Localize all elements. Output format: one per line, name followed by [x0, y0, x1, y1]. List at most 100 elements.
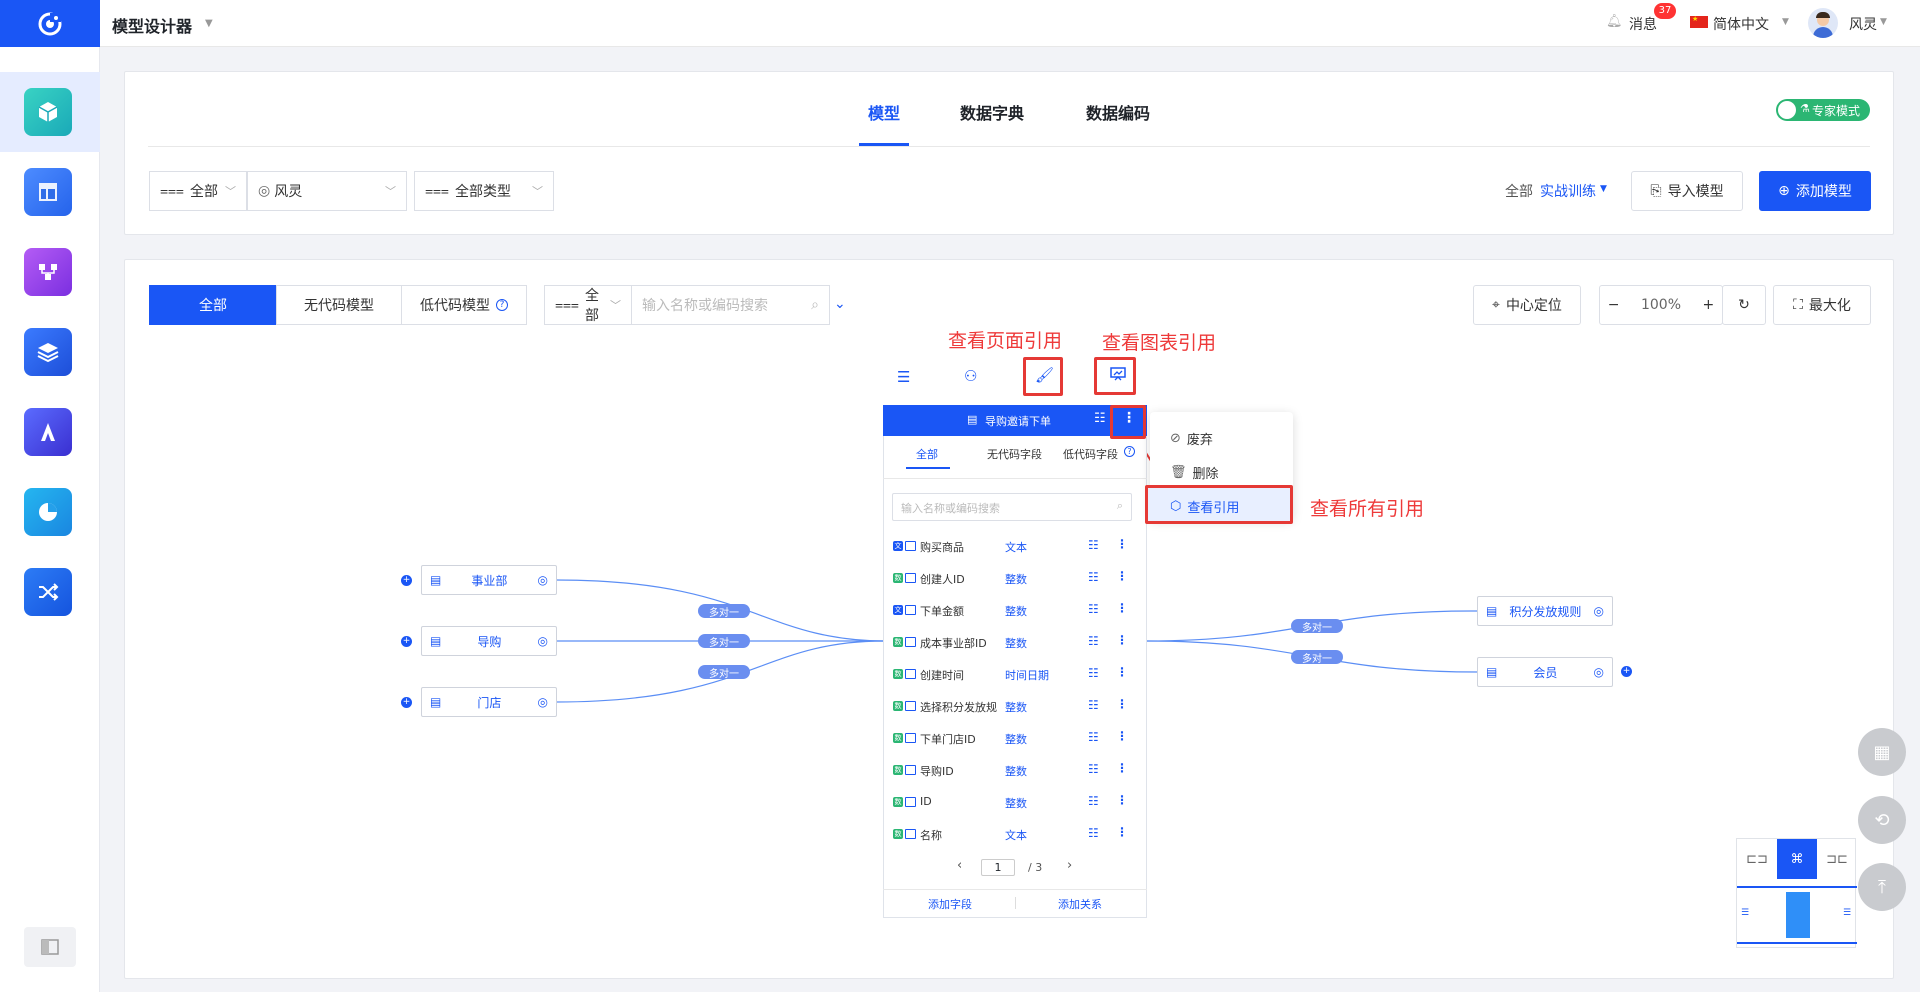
menu-item-delete[interactable]: 🗑︎ 删除	[1170, 463, 1290, 482]
chevron-down-icon[interactable]: ▼	[1880, 17, 1887, 27]
relation-label[interactable]: 多对一	[698, 634, 750, 649]
type-select[interactable]: ⩶ 全部类型 ﹀	[414, 171, 554, 211]
entity-node[interactable]: ▤ 会员 ◎	[1477, 657, 1613, 687]
zoom-out-button[interactable]: −	[1607, 297, 1620, 313]
entity-tab-all[interactable]: 全部	[916, 448, 938, 461]
add-relation-icon[interactable]: +	[401, 575, 412, 586]
sidebar-item-ai[interactable]	[24, 408, 72, 456]
more-menu-icon[interactable]: ⋮	[1116, 633, 1128, 647]
sidebar-item-model[interactable]	[24, 88, 72, 136]
add-relation-button[interactable]: 添加关系	[1058, 898, 1102, 911]
entity-node[interactable]: ▤ 导购 ◎	[421, 626, 557, 656]
sidebar-item-layout[interactable]	[24, 168, 72, 216]
locate-icon[interactable]: ◎	[537, 634, 548, 648]
sidebar-item-chart[interactable]	[24, 488, 72, 536]
locate-icon[interactable]: ◎	[1593, 604, 1604, 618]
add-relation-icon[interactable]: +	[1621, 666, 1632, 677]
locate-icon[interactable]: ◎	[537, 695, 548, 709]
chevron-down-icon[interactable]: ▼	[205, 18, 213, 29]
maximize-button[interactable]: ⛶ 最大化	[1773, 285, 1871, 325]
more-menu-icon[interactable]: ⋮	[1122, 410, 1136, 426]
filter-lowcode-models[interactable]: 低代码模型 ?	[401, 285, 527, 325]
page-input[interactable]: 1	[981, 859, 1015, 876]
menu-item-view-references[interactable]: ⬡ 查看引用	[1170, 497, 1290, 516]
field-row[interactable]: 数名称文本☷⋮	[893, 825, 1138, 845]
table-view-fab[interactable]: ▦	[1858, 728, 1906, 776]
caret-down-icon[interactable]: ▼	[1600, 184, 1607, 194]
sidebar-item-shuffle[interactable]	[24, 568, 72, 616]
entity-node[interactable]: ▤ 门店 ◎	[421, 687, 557, 717]
reset-view-button[interactable]: ↻	[1722, 285, 1766, 325]
settings-sliders-icon[interactable]: ☷	[1088, 826, 1099, 840]
filter-all-models[interactable]: 全部	[149, 285, 277, 325]
settings-sliders-icon[interactable]: ☷	[1088, 666, 1099, 680]
avatar[interactable]	[1808, 8, 1838, 38]
add-relation-icon[interactable]: +	[401, 697, 412, 708]
relation-label[interactable]: 多对一	[1291, 650, 1343, 665]
history-fab[interactable]: ⟲	[1858, 796, 1906, 844]
messages-label[interactable]: 消息	[1629, 17, 1657, 33]
add-model-button[interactable]: ⊕ 添加模型	[1759, 171, 1871, 211]
settings-sliders-icon[interactable]: ☷	[1088, 794, 1099, 808]
collapse-sidebar-button[interactable]	[24, 927, 76, 967]
field-search-input[interactable]: 输入名称或编码搜索 ⌕	[892, 493, 1132, 521]
language-selector[interactable]: 简体中文	[1713, 17, 1769, 33]
settings-sliders-icon[interactable]: ☷	[1088, 538, 1099, 552]
add-field-button[interactable]: 添加字段	[928, 898, 972, 911]
settings-sliders-icon[interactable]: ☷	[1088, 698, 1099, 712]
more-menu-icon[interactable]: ⋮	[1116, 729, 1128, 743]
locate-icon[interactable]: ◎	[1593, 665, 1604, 679]
sidebar-item-layers[interactable]	[24, 328, 72, 376]
settings-sliders-icon[interactable]: ☷	[1088, 634, 1099, 648]
tree-view-icon[interactable]: ⚇	[964, 367, 978, 385]
expert-mode-toggle[interactable]: ⚗ 专家模式	[1776, 99, 1870, 121]
settings-sliders-icon[interactable]: ☷	[1088, 602, 1099, 616]
relation-label[interactable]: 多对一	[698, 665, 750, 680]
entity-node[interactable]: ▤ 事业部 ◎	[421, 565, 557, 595]
scope-select[interactable]: ⩶ 全部 ﹀	[149, 171, 247, 211]
bell-icon[interactable]: 🔔︎	[1606, 14, 1623, 29]
more-menu-icon[interactable]: ⋮	[1116, 537, 1128, 551]
entity-tab-lowcode[interactable]: 低代码字段	[1063, 448, 1118, 461]
tab-model[interactable]: 模型	[868, 104, 901, 123]
layout-horizontal-icon[interactable]: ⊏⊐	[1746, 851, 1768, 867]
field-row[interactable]: 文下单金额整数☷⋮	[893, 601, 1138, 621]
field-row[interactable]: 文购买商品文本☷⋮	[893, 537, 1138, 557]
tab-data-dictionary[interactable]: 数据字典	[960, 104, 1025, 123]
relation-label[interactable]: 多对一	[698, 604, 750, 619]
field-row[interactable]: 数创建时间时间日期☷⋮	[893, 665, 1138, 685]
entity-node[interactable]: ▤ 积分发放规则 ◎	[1477, 596, 1613, 626]
zoom-in-button[interactable]: +	[1702, 297, 1715, 313]
app-logo[interactable]	[0, 0, 100, 47]
chart-reference-icon[interactable]	[1110, 366, 1126, 386]
import-model-button[interactable]: ⎘ 导入模型	[1631, 171, 1743, 211]
model-search-input[interactable]: 输入名称或编码搜索 ⌕	[631, 285, 830, 325]
search-icon[interactable]: ⌕	[811, 297, 819, 313]
relation-label[interactable]: 多对一	[1291, 619, 1343, 634]
prev-page-icon[interactable]: ‹	[957, 858, 963, 873]
more-menu-icon[interactable]: ⋮	[1116, 825, 1128, 839]
locate-icon[interactable]: ◎	[537, 573, 548, 587]
field-row[interactable]: 数选择积分发放规整数☷⋮	[893, 697, 1138, 717]
settings-sliders-icon[interactable]: ☷	[1094, 411, 1106, 426]
expand-filter-icon[interactable]: ⌄	[834, 296, 846, 312]
settings-sliders-icon[interactable]: ☷	[1088, 762, 1099, 776]
page-reference-icon[interactable]: 🖌︎	[1035, 366, 1055, 384]
tab-data-encoding[interactable]: 数据编码	[1086, 104, 1151, 123]
sidebar-item-flow[interactable]	[24, 248, 72, 296]
more-menu-icon[interactable]: ⋮	[1116, 761, 1128, 775]
filter-nocode-models[interactable]: 无代码模型	[276, 285, 402, 325]
project-select[interactable]: 实战训练	[1540, 184, 1596, 200]
chevron-down-icon[interactable]: ▼	[1782, 17, 1789, 27]
more-menu-icon[interactable]: ⋮	[1116, 569, 1128, 583]
layout-network-icon[interactable]: ⌘	[1777, 839, 1817, 879]
layout-tree-icon[interactable]: ⊐⊏	[1826, 851, 1848, 867]
more-menu-icon[interactable]: ⋮	[1116, 665, 1128, 679]
more-menu-icon[interactable]: ⋮	[1116, 601, 1128, 615]
more-menu-icon[interactable]: ⋮	[1116, 697, 1128, 711]
